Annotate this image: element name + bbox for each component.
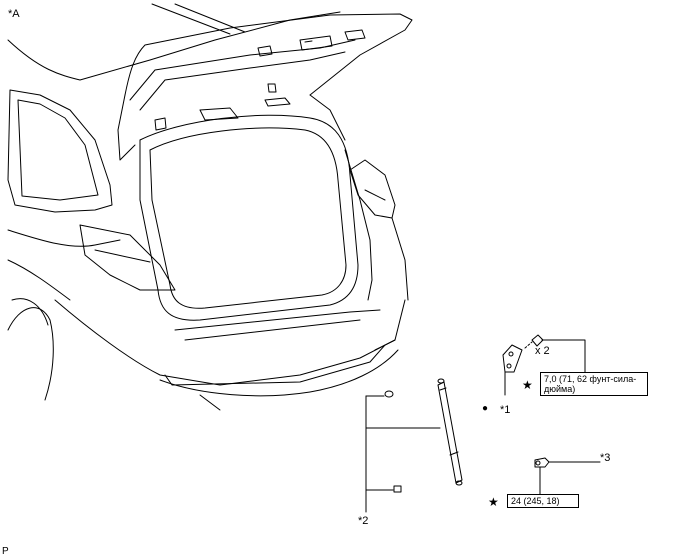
page-code: P [2, 546, 9, 557]
ball-stud-leaders [539, 461, 601, 495]
stay-bushing-upper [384, 390, 394, 398]
callout-part2: *2 [358, 515, 369, 527]
back-door-stay [437, 378, 463, 486]
callout-part1: *1 [500, 404, 511, 416]
torque-spec-ball-stud: 24 (245, 18) [507, 494, 579, 508]
vehicle-rear-illustration [7, 3, 413, 411]
torque-spec-bracket: 7,0 (71, 62 фунт-сила-дюйма) [540, 372, 648, 396]
bullet-icon: ● [482, 403, 489, 414]
bolt-leader [541, 339, 586, 373]
torque-star-icon: ★ [522, 378, 533, 392]
ball-stud [534, 457, 556, 468]
bolt-quantity: x 2 [535, 345, 550, 357]
stay-bushing-lower [393, 485, 402, 493]
figure-label: *A [8, 8, 20, 20]
callout-part3: *3 [600, 452, 611, 464]
torque-star-icon: ★ [488, 495, 499, 509]
leader-lines-part2 [365, 395, 441, 513]
stay-bracket [502, 344, 523, 396]
